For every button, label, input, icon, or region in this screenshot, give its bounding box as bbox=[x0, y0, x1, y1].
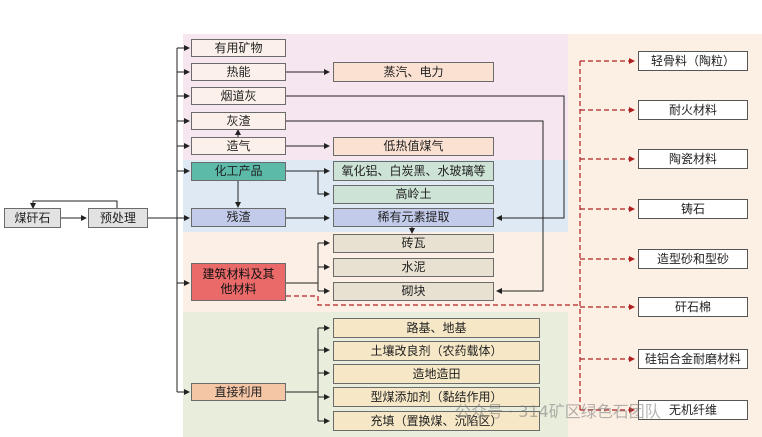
alumina-box: 氧化铝、白炭黑、水玻璃等 bbox=[333, 161, 494, 181]
direct-use-item-0: 路基、地基 bbox=[333, 318, 540, 338]
right-product-0: 轻骨料（陶粒） bbox=[638, 51, 748, 71]
brick-tile-box: 砖瓦 bbox=[333, 234, 494, 253]
right-product-1: 耐火材料 bbox=[638, 100, 748, 120]
right-product-4: 造型砂和型砂 bbox=[638, 249, 748, 269]
block-box: 砌块 bbox=[333, 282, 494, 301]
watermark: 公众号 · 314矿区绿色石团队 bbox=[455, 402, 661, 421]
heat-energy-box: 热能 bbox=[191, 63, 286, 81]
right-product-7: 无机纤维 bbox=[638, 400, 748, 420]
building-materials-box: 建筑材料及其他材料 bbox=[191, 263, 286, 301]
direct-use-box: 直接利用 bbox=[191, 383, 286, 401]
right-product-6: 硅铝合金耐磨材料 bbox=[638, 349, 748, 369]
residue-box: 残渣 bbox=[191, 208, 286, 227]
pretreatment-box: 预处理 bbox=[88, 208, 148, 228]
right-product-3: 铸石 bbox=[638, 199, 748, 219]
cement-box: 水泥 bbox=[333, 258, 494, 277]
kaolin-box: 高岭土 bbox=[333, 185, 494, 204]
right-product-2: 陶瓷材料 bbox=[638, 149, 748, 169]
ash-residue-box: 灰渣 bbox=[191, 112, 286, 130]
useful-minerals-box: 有用矿物 bbox=[191, 39, 286, 57]
direct-use-item-3: 型煤添加剂（黏结作用） bbox=[333, 387, 540, 407]
coal-gangue-box: 煤矸石 bbox=[4, 208, 61, 228]
flue-ash-box: 烟道灰 bbox=[191, 87, 286, 105]
low-heat-gas-box: 低热值煤气 bbox=[333, 137, 494, 156]
direct-use-item-4: 充填（置换煤、沉陷区） bbox=[333, 411, 540, 431]
gasification-box: 造气 bbox=[191, 137, 286, 155]
steam-power-box: 蒸汽、电力 bbox=[333, 62, 494, 82]
rare-elements-box: 稀有元素提取 bbox=[333, 208, 494, 227]
chemical-products-box: 化工产品 bbox=[191, 162, 286, 181]
direct-use-item-1: 土壤改良剂（农药载体） bbox=[333, 341, 540, 361]
right-product-5: 矸石棉 bbox=[638, 297, 748, 317]
direct-use-item-2: 造地造田 bbox=[333, 364, 540, 384]
